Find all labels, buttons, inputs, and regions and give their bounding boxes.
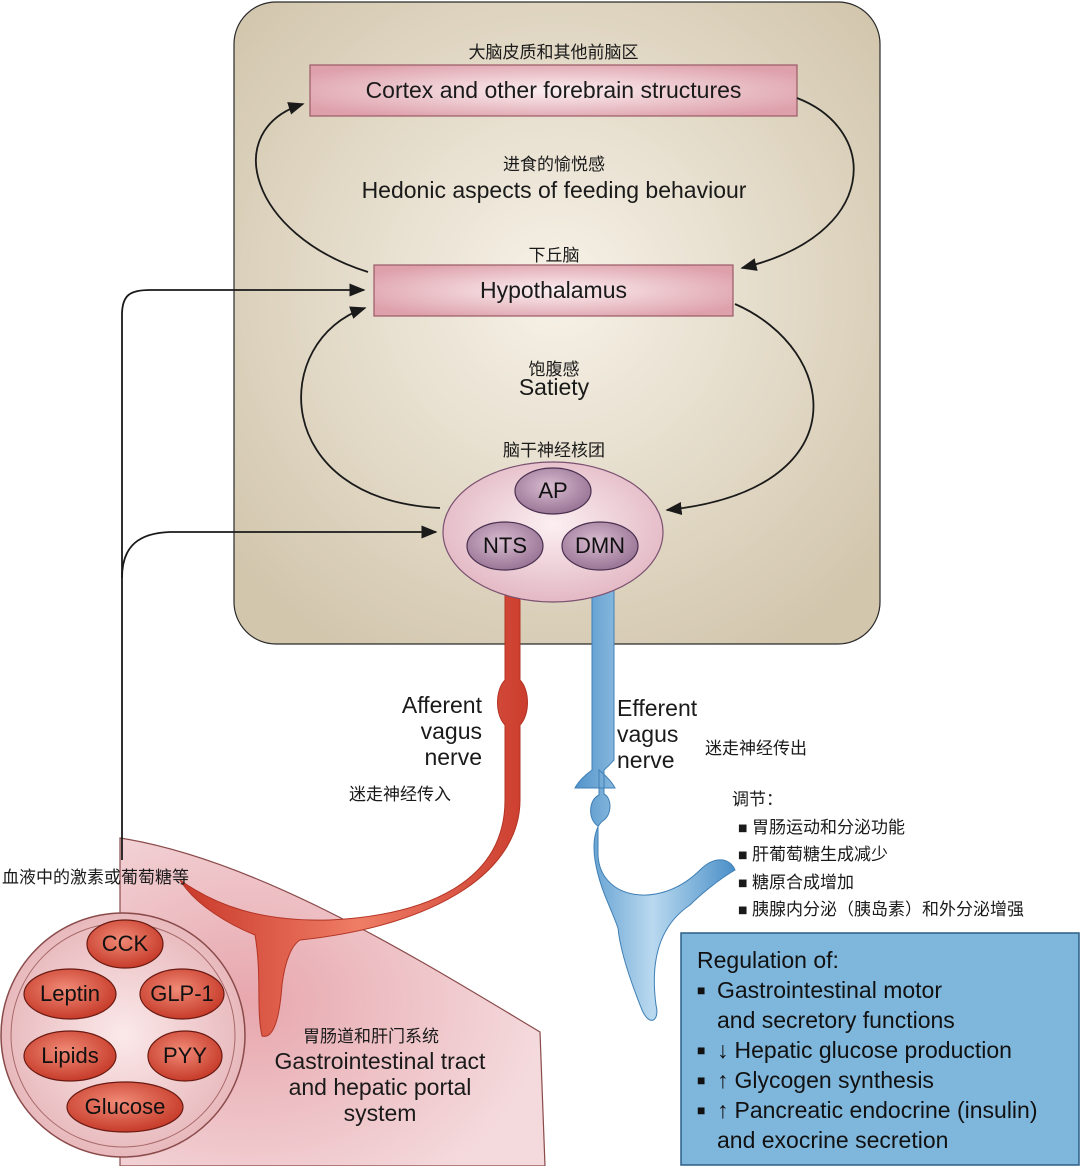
up-arrow-icon: ↑ xyxy=(717,1097,729,1123)
afferent-label: Afferent vagus nerve xyxy=(380,692,482,770)
arrow-blood-to-brainstem xyxy=(121,525,438,579)
hypothalamus-label: Hypothalamus xyxy=(479,277,628,303)
forebrain-box xyxy=(309,64,798,117)
afferent-label-zh: 迷走神经传入 xyxy=(349,785,451,805)
arrow-hypothalamus-to-brainstem xyxy=(665,303,815,515)
regulation-zh-text: 糖原合成增加 xyxy=(752,872,854,893)
regulation-item-4-line2: and exocrine secretion xyxy=(717,1127,949,1153)
leptin-oval xyxy=(23,968,117,1020)
efferent-label-line2: vagus xyxy=(617,721,679,747)
afferent-label-line2: vagus xyxy=(420,718,482,744)
regulation-zh-item: ■ 胃肠运动和分泌功能 xyxy=(738,815,1024,843)
afferent-label-line1: Afferent xyxy=(401,692,482,718)
dmn-label: DMN xyxy=(574,533,626,558)
regulation-item-2: ■ ↓ Hepatic glucose production xyxy=(697,1035,1065,1065)
forebrain-label: Cortex and other forebrain structures xyxy=(365,77,742,103)
gi-label-line3: system xyxy=(343,1100,417,1126)
gi-label: Gastrointestinal tract and hepatic porta… xyxy=(250,1048,510,1126)
efferent-label-zh: 迷走神经传出 xyxy=(705,739,807,759)
brain-region-background xyxy=(233,1,881,645)
regulation-zh-title: 调节： xyxy=(732,790,783,810)
gi-label-line2: and hepatic portal xyxy=(288,1074,472,1100)
bullet-icon: ■ xyxy=(738,850,748,861)
bullet-icon: ■ xyxy=(697,1072,706,1088)
regulation-zh-text: 胰腺内分泌（胰岛素）和外分泌增强 xyxy=(752,900,1024,920)
arrow-cortex-to-hypothalamus xyxy=(740,97,855,271)
bullet-icon: ■ xyxy=(738,822,748,834)
blood-label-zh: 血液中的激素或葡萄糖等 xyxy=(2,868,189,888)
regulation-title: Regulation of: xyxy=(697,947,839,973)
dmn-nucleus xyxy=(561,521,639,571)
bullet-icon: ■ xyxy=(697,1102,706,1118)
lipids-oval xyxy=(23,1030,117,1082)
bullet-icon: ■ xyxy=(738,905,748,916)
regulation-item-1-line2: and secretory functions xyxy=(717,1007,955,1033)
hypothalamus-label-zh: 下丘脑 xyxy=(528,246,580,266)
regulation-zh-text: 肝葡萄糖生成减少 xyxy=(752,845,888,865)
regulation-item-4-line1: Pancreatic endocrine (insulin) xyxy=(734,1097,1038,1123)
gi-label-zh: 胃肠道和肝门系统 xyxy=(303,1027,439,1047)
hormone-pyy: PYY xyxy=(162,1043,208,1068)
regulation-list-zh: 调节： ■ 胃肠运动和分泌功能 ■ 肝葡萄糖生成减少 ■ 糖原合成增加 ■ 胰腺内分泌（… xyxy=(732,787,1024,925)
bullet-icon: ■ xyxy=(697,1042,706,1058)
regulation-item-1-line1: Gastrointestinal motor xyxy=(717,977,942,1003)
hedonic-label-zh: 进食的愉悦感 xyxy=(503,155,605,175)
ap-label: AP xyxy=(538,478,568,503)
hormone-glp1: GLP-1 xyxy=(150,981,214,1006)
hormone-cck: CCK xyxy=(101,931,149,956)
bullet-icon: ■ xyxy=(697,982,706,998)
arrow-blood-to-hypothalamus xyxy=(121,283,366,860)
efferent-nerve xyxy=(569,559,736,1021)
regulation-zh-item: ■ 胰腺内分泌（胰岛素）和外分泌增强 xyxy=(738,897,1024,925)
hormone-lipids: Lipids xyxy=(41,1043,99,1068)
regulation-item-4: ■ ↑Pancreatic endocrine (insulin) and ex… xyxy=(697,1095,1065,1155)
gi-label-line1: Gastrointestinal tract xyxy=(274,1048,486,1074)
afferent-label-line3: nerve xyxy=(424,744,482,770)
regulation-zh-item: ■ 糖原合成增加 xyxy=(738,870,1024,898)
regulation-item-3-text: Glycogen synthesis xyxy=(734,1067,934,1093)
up-arrow-icon: ↑ xyxy=(717,1067,729,1093)
cck-oval xyxy=(86,919,164,969)
forebrain-label-zh: 大脑皮质和其他前脑区 xyxy=(468,43,639,63)
arrow-brainstem-to-hypothalamus xyxy=(300,306,441,509)
regulation-zh-item: ■ 肝葡萄糖生成减少 xyxy=(738,842,1024,870)
hormone-leptin: Leptin xyxy=(40,981,100,1006)
bullet-icon: ■ xyxy=(738,877,748,889)
afferent-nerve xyxy=(179,559,539,1037)
efferent-label-line1: Efferent xyxy=(617,695,698,721)
pyy-oval xyxy=(147,1030,223,1082)
satiety-label-zh: 饱腹感 xyxy=(528,360,580,380)
efferent-label: Efferent vagus nerve xyxy=(617,695,697,773)
regulation-zh-text: 胃肠运动和分泌功能 xyxy=(752,817,905,838)
hedonic-label: Hedonic aspects of feeding behaviour xyxy=(361,177,747,203)
glucose-oval xyxy=(66,1081,184,1133)
glp1-oval xyxy=(139,968,225,1020)
arrow-hypothalamus-to-cortex xyxy=(255,102,369,273)
regulation-item-2-text: Hepatic glucose production xyxy=(734,1037,1012,1063)
regulation-item-1: ■ Gastrointestinal motor and secretory f… xyxy=(697,975,1065,1035)
regulation-panel: Regulation of: ■ Gastrointestinal motor … xyxy=(681,933,1079,1165)
efferent-label-line3: nerve xyxy=(617,747,675,773)
hypothalamus-box xyxy=(373,264,734,317)
nts-label: NTS xyxy=(483,533,527,558)
hormone-glucose: Glucose xyxy=(84,1094,166,1119)
brainstem-label-zh: 脑干神经核团 xyxy=(503,441,605,461)
regulation-panel-bg xyxy=(680,932,1080,1166)
ap-nucleus xyxy=(514,467,592,515)
regulation-item-3: ■ ↑ Glycogen synthesis xyxy=(697,1065,1065,1095)
satiety-label: Satiety xyxy=(518,374,590,400)
nts-nucleus xyxy=(466,521,544,571)
down-arrow-icon: ↓ xyxy=(717,1037,729,1063)
